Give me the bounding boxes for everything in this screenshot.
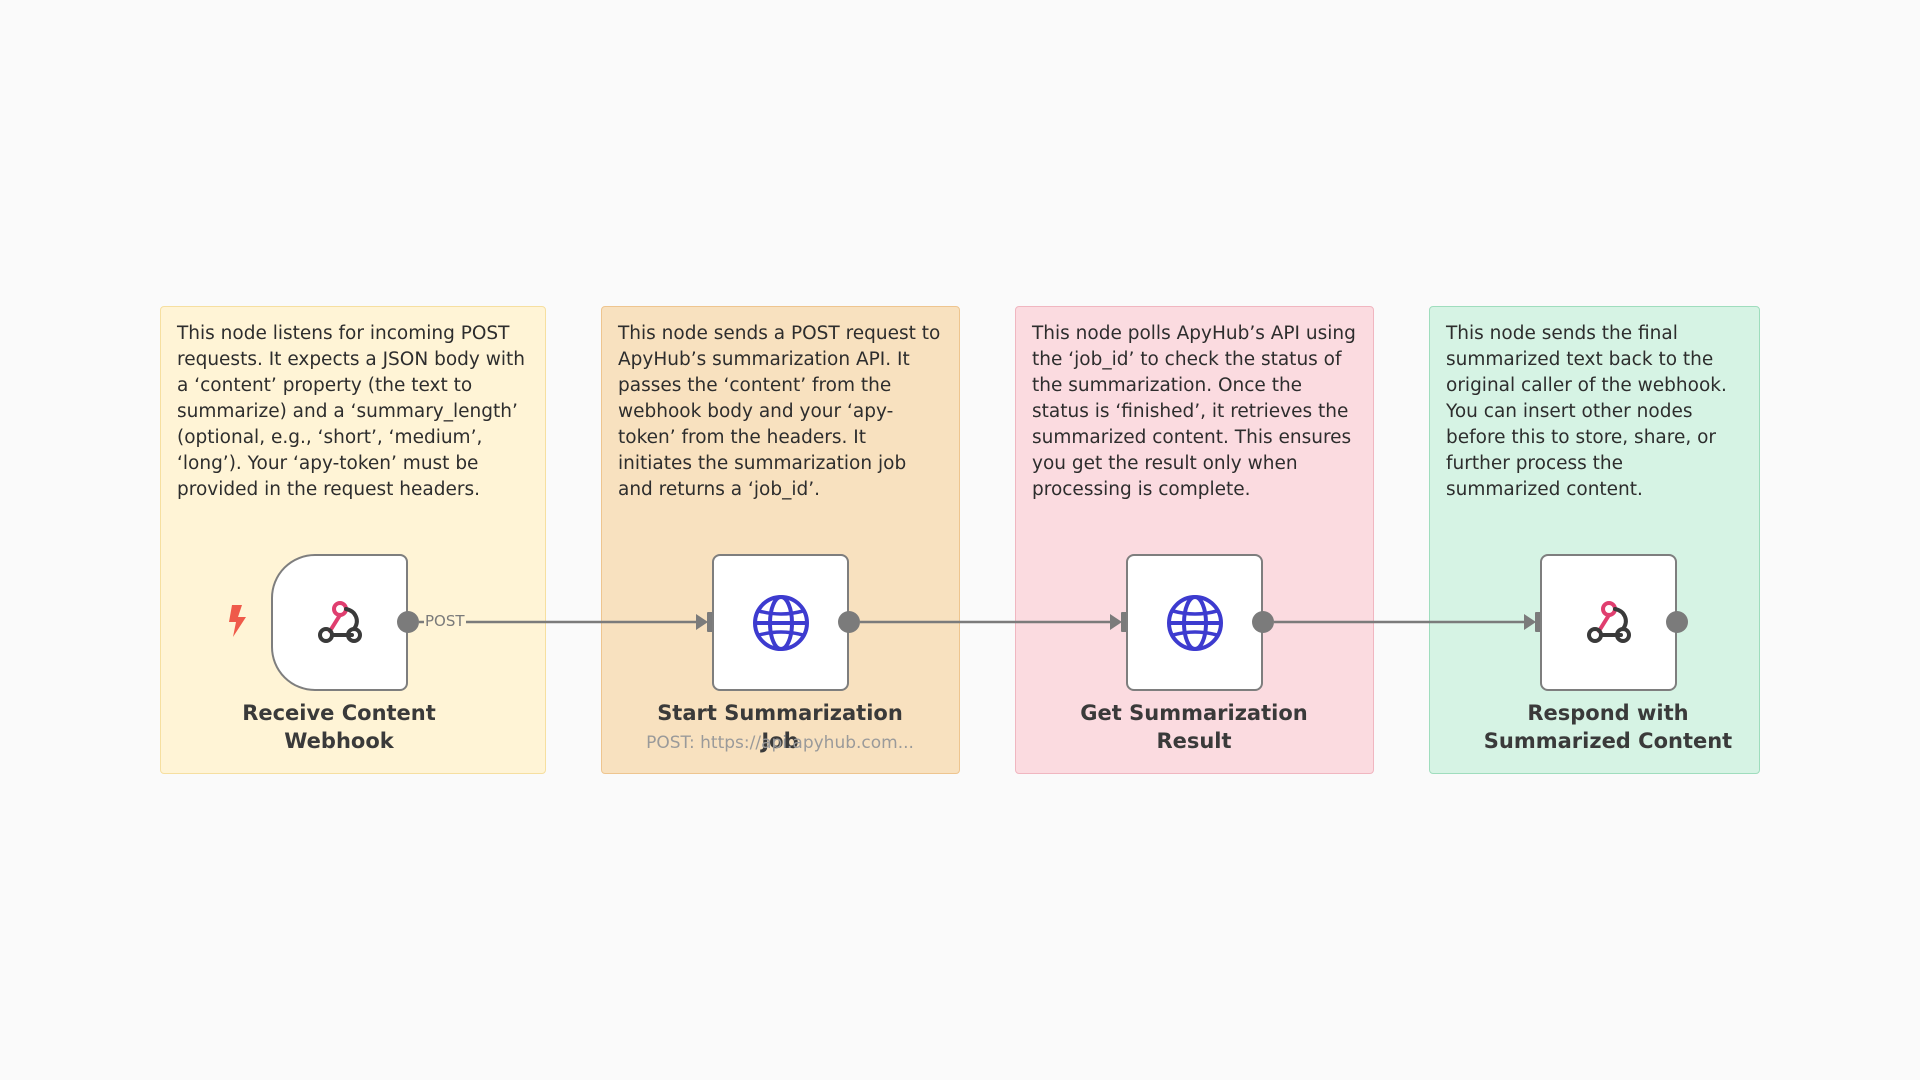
output-port[interactable] [397, 611, 419, 633]
node-get-summarization-result[interactable] [1126, 554, 1263, 691]
trigger-bolt-icon [229, 605, 246, 637]
sticky-note-text: This node sends a POST request to ApyHub… [618, 323, 941, 500]
sticky-note-respond[interactable]: This node sends the final summarized tex… [1429, 306, 1760, 774]
webhook-icon [317, 600, 362, 643]
node-title: Start Summarization Job [657, 701, 903, 753]
node-respond-with-summarized-content[interactable] [1540, 554, 1677, 691]
connection-label: POST [424, 612, 466, 630]
webhook-icon [1586, 600, 1631, 643]
input-port[interactable] [1121, 612, 1129, 632]
node-title: Respond with Summarized Content [1483, 701, 1733, 753]
output-port[interactable] [1666, 611, 1688, 633]
sticky-note-get-result[interactable]: This node polls ApyHub’s API using the ‘… [1015, 306, 1374, 774]
sticky-note-text: This node listens for incoming POST requ… [177, 323, 525, 500]
node-title: Get Summarization Result [1080, 701, 1308, 753]
node-subtitle: POST: https://api.apyhub.com... [646, 733, 914, 753]
sticky-note-text: This node polls ApyHub’s API using the ‘… [1032, 323, 1356, 500]
output-port[interactable] [1252, 611, 1274, 633]
node-title: Receive Content Webhook [242, 701, 436, 753]
node-start-summarization-job[interactable] [712, 554, 849, 691]
sticky-note-start-job[interactable]: This node sends a POST request to ApyHub… [601, 306, 960, 774]
input-port[interactable] [1535, 612, 1543, 632]
sticky-note-text: This node sends the final summarized tex… [1446, 323, 1727, 500]
input-port[interactable] [707, 612, 715, 632]
node-receive-content-webhook[interactable] [271, 554, 408, 691]
globe-icon [1166, 594, 1223, 651]
globe-icon [752, 594, 809, 651]
output-port[interactable] [838, 611, 860, 633]
sticky-note-webhook[interactable]: This node listens for incoming POST requ… [160, 306, 546, 774]
